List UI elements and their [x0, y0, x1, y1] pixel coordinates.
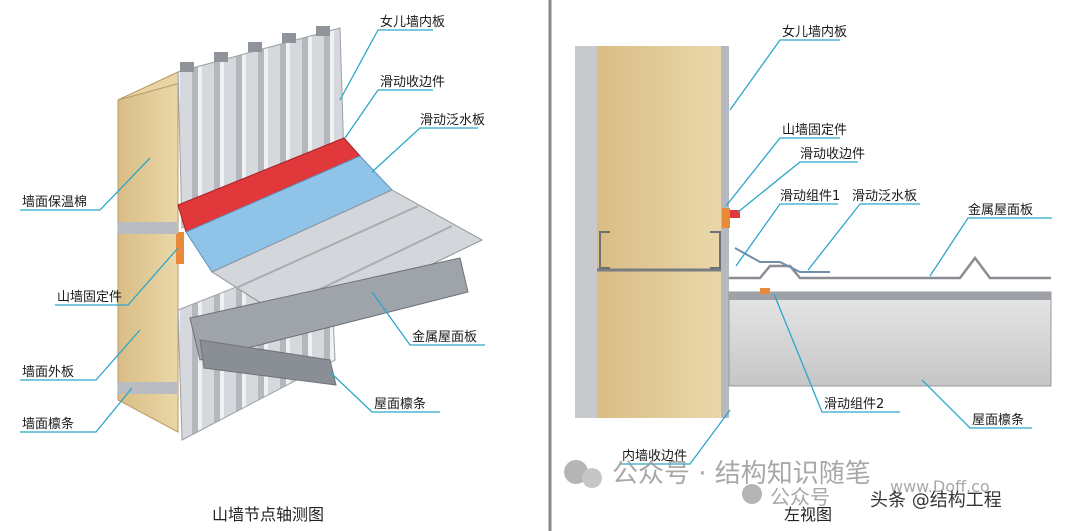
- wall-insulation-block: [117, 71, 179, 433]
- parapet-rib-caps: [180, 26, 330, 72]
- label-parapet-inner-panel: 女儿墙内板: [380, 14, 445, 30]
- roof-purlin-lower: [199, 339, 337, 386]
- label-r-sliding-trim: 滑动收边件: [800, 147, 865, 162]
- wechat-logo-small-icon: [742, 484, 762, 504]
- roof-purlin: [189, 257, 469, 361]
- wall-outer-skin: [575, 46, 597, 418]
- roof-panel-rib: [235, 205, 419, 289]
- label-sliding-trim: 滑动收边件: [380, 75, 445, 90]
- sliding-trim-section: [730, 210, 740, 218]
- axonometric-view: [117, 26, 484, 441]
- wall-purlin-lower: [118, 382, 178, 394]
- label-r-roof-purlin: 屋面檩条: [972, 412, 1024, 428]
- c-section-left: [599, 231, 610, 269]
- caption-axonometric: 山墙节点轴测图: [212, 505, 324, 524]
- label-r-gable-fixing: 山墙固定件: [782, 123, 847, 138]
- label-r-parapet-inner-panel: 女儿墙内板: [782, 24, 847, 40]
- roof-purlin-section: [728, 291, 1052, 387]
- label-r-sliding-assembly-2: 滑动组件2: [824, 397, 884, 412]
- label-gable-fixing: 山墙固定件: [57, 290, 122, 305]
- wall-inner-skin: [721, 46, 729, 418]
- gable-fixing: [176, 232, 184, 264]
- right-labels: 女儿墙内板 山墙固定件 滑动收边件 滑动组件1 滑动泛水板 金属屋面板 滑动组件…: [620, 24, 1052, 524]
- label-metal-roof-panel: 金属屋面板: [412, 329, 477, 345]
- label-roof-purlin: 屋面檩条: [374, 396, 426, 412]
- label-wall-insulation: 墙面保温棉: [22, 195, 87, 210]
- left-labels: 女儿墙内板 滑动收边件 滑动泛水板 墙面保温棉 山墙固定件 金属屋面板 墙面外板…: [20, 14, 485, 524]
- c-section-right: [710, 231, 721, 269]
- label-wall-outer-panel: 墙面外板: [22, 365, 74, 380]
- watermark-wechat-small: 公众号: [770, 485, 830, 509]
- label-r-inner-wall-trim: 内墙收边件: [622, 448, 687, 464]
- wall-insulation-section: [597, 46, 721, 418]
- label-r-sliding-flashing: 滑动泛水板: [852, 189, 917, 204]
- caption-side-view: 左视图: [784, 505, 832, 524]
- label-r-metal-roof-panel: 金属屋面板: [968, 202, 1033, 218]
- label-r-sliding-assembly-1: 滑动组件1: [780, 189, 840, 204]
- sliding-flashing-section: [734, 247, 830, 273]
- watermark-toutiao: 头条 @结构工程: [870, 490, 1002, 511]
- side-view: [575, 46, 1052, 418]
- watermarks: 公众号 · 结构知识随笔 公众号 www.Doff.co 头条 @结构工程: [564, 459, 1002, 511]
- label-wall-purlin: 墙面檩条: [22, 416, 74, 432]
- gable-fixing-section: [722, 208, 730, 228]
- watermark-wechat: 公众号 · 结构知识随笔: [612, 459, 871, 489]
- wall-purlin-upper: [118, 222, 178, 234]
- label-sliding-flashing: 滑动泛水板: [420, 113, 485, 128]
- roof-purlin-flange: [729, 292, 1051, 300]
- sliding-assembly-2-part: [760, 288, 770, 294]
- watermark-url: www.Doff.co: [890, 477, 990, 496]
- metal-roof-panel-section: [729, 255, 1051, 280]
